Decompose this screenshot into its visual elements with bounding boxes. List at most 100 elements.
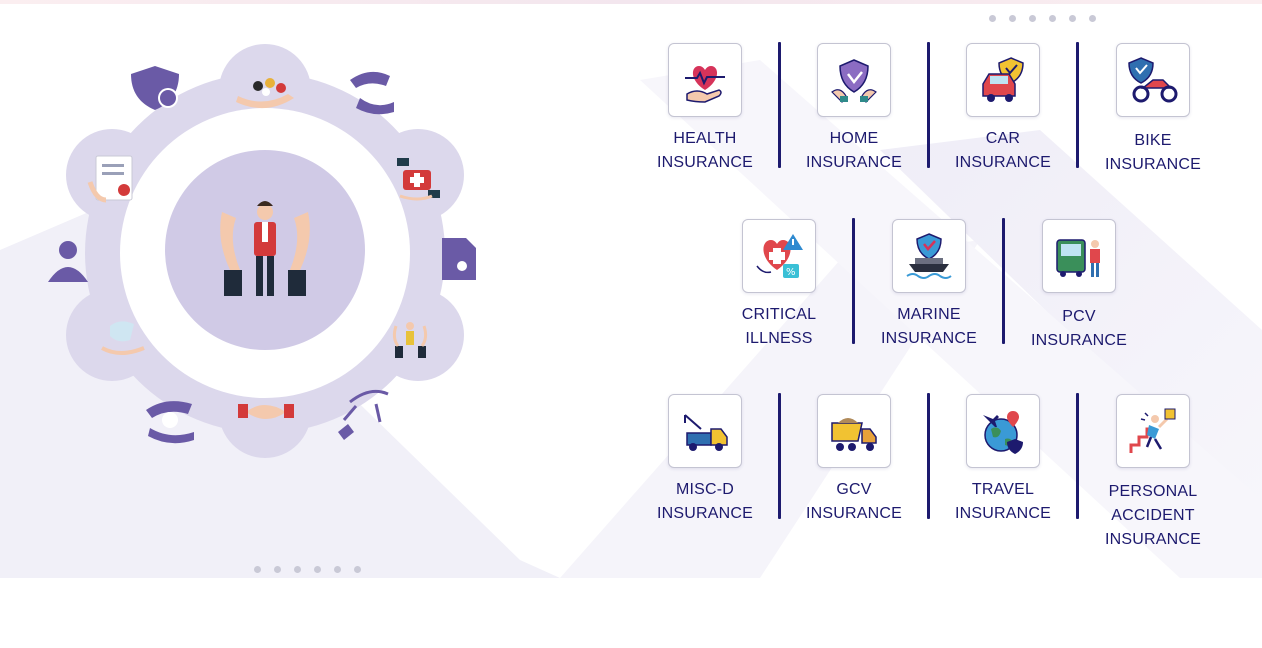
claim-hands-icon [338,389,389,440]
hand-coins-icon [236,78,294,109]
tile-bike-insurance[interactable]: BIKE INSURANCE [1078,43,1228,177]
carousel-dot[interactable] [1089,15,1096,22]
label-line: ILLNESS [745,330,813,347]
label-line: ACCIDENT [1111,507,1195,524]
carousel-dot[interactable] [1069,15,1076,22]
divider [778,393,781,519]
divider [852,218,855,344]
medical-kit-icon [397,158,440,201]
agent-icon [48,241,88,282]
ship-shield-icon [906,233,952,279]
label-line: INSURANCE [656,154,754,171]
label-line: PERSONAL [1108,483,1198,500]
tile-health-insurance[interactable]: HEALTH INSURANCE [630,43,780,175]
label-line: TRAVEL [971,481,1035,498]
label-line: PCV [1062,308,1096,325]
label-line: BIKE [1134,132,1172,149]
certificate-icon [442,238,476,280]
hand-drop-icon [101,321,145,355]
tile-personal-accident-insurance[interactable]: PERSONAL ACCIDENT INSURANCE [1078,394,1228,552]
gcv-icon-box [817,394,891,468]
label-line: GCV [836,481,872,498]
tile-label: BIKE INSURANCE [1078,129,1228,177]
label-line: MARINE [897,306,961,323]
label-line: INSURANCE [805,154,903,171]
globe-plane-icon [983,411,1023,454]
label-line: CAR [985,130,1021,147]
carousel-dot[interactable] [294,566,301,573]
svg-text:%: % [786,267,796,278]
tile-label: GCV INSURANCE [779,478,929,526]
label-line: MISC-D [675,481,735,498]
label-line: HEALTH [673,130,737,147]
hand-pay-icon [350,71,394,115]
tile-label: MISC-D INSURANCE [630,478,780,526]
label-line: INSURANCE [1104,531,1202,548]
carousel-dot[interactable] [1009,15,1016,22]
critical-heart-icon: % [756,234,803,278]
divider [778,42,781,168]
carousel-dot[interactable] [989,15,996,22]
bus-person-icon [1056,239,1100,277]
document-seal-icon [87,155,133,203]
label-line: INSURANCE [1104,156,1202,173]
carousel-dot[interactable] [1049,15,1056,22]
tile-car-insurance[interactable]: CAR INSURANCE [928,43,1078,175]
personal-accident-icon-box [1116,394,1190,468]
tile-label: PCV INSURANCE [1004,305,1154,353]
divider [927,42,930,168]
hand-plus-icon [146,401,194,444]
tile-home-insurance[interactable]: HOME INSURANCE [779,43,929,175]
label-line: INSURANCE [954,154,1052,171]
dump-truck-icon [831,418,877,451]
heart-hand-icon [685,66,725,103]
pcv-icon-box [1042,219,1116,293]
carousel-dots-top [989,15,1096,22]
carousel-dot[interactable] [254,566,261,573]
travel-icon-box [966,394,1040,468]
tile-label: TRAVEL INSURANCE [928,478,1078,526]
carousel-dot[interactable] [1029,15,1036,22]
tile-label: CAR INSURANCE [928,127,1078,175]
label-line: INSURANCE [805,505,903,522]
carousel-dot[interactable] [354,566,361,573]
car-icon-box [966,43,1040,117]
protected-person-icon [220,201,310,296]
divider [927,393,930,519]
tile-label: HEALTH INSURANCE [630,127,780,175]
misc-d-icon-box [668,394,742,468]
label-line: INSURANCE [954,505,1052,522]
car-shield-icon [982,57,1024,102]
divider [1076,42,1079,168]
tile-critical-illness[interactable]: % CRITICAL ILLNESS [704,219,854,351]
tile-marine-insurance[interactable]: MARINE INSURANCE [854,219,1004,351]
tile-gcv-insurance[interactable]: GCV INSURANCE [779,394,929,526]
family-care-icon [392,322,428,358]
insurance-hero-illustration [0,0,520,600]
tow-truck-icon [684,414,728,451]
home-shield-icon [831,59,877,103]
tile-label: CRITICAL ILLNESS [704,303,854,351]
carousel-dot[interactable] [334,566,341,573]
tile-label: HOME INSURANCE [779,127,929,175]
carousel-dot[interactable] [314,566,321,573]
bike-icon-box [1116,43,1190,117]
falling-person-icon [1129,408,1176,453]
divider [1076,393,1079,519]
label-line: INSURANCE [880,330,978,347]
tile-pcv-insurance[interactable]: PCV INSURANCE [1004,219,1154,353]
bike-shield-icon [1128,57,1178,103]
divider [1002,218,1005,344]
carousel-dot[interactable] [274,566,281,573]
health-icon-box [668,43,742,117]
label-line: CRITICAL [741,306,817,323]
tile-misc-d-insurance[interactable]: MISC-D INSURANCE [630,394,780,526]
label-line: HOME [829,130,879,147]
top-strip [0,0,1262,4]
carousel-dots-bottom [254,566,361,573]
tile-label: PERSONAL ACCIDENT INSURANCE [1078,480,1228,552]
home-icon-box [817,43,891,117]
handshake-icon [238,404,294,419]
tile-travel-insurance[interactable]: TRAVEL INSURANCE [928,394,1078,526]
label-line: INSURANCE [1030,332,1128,349]
